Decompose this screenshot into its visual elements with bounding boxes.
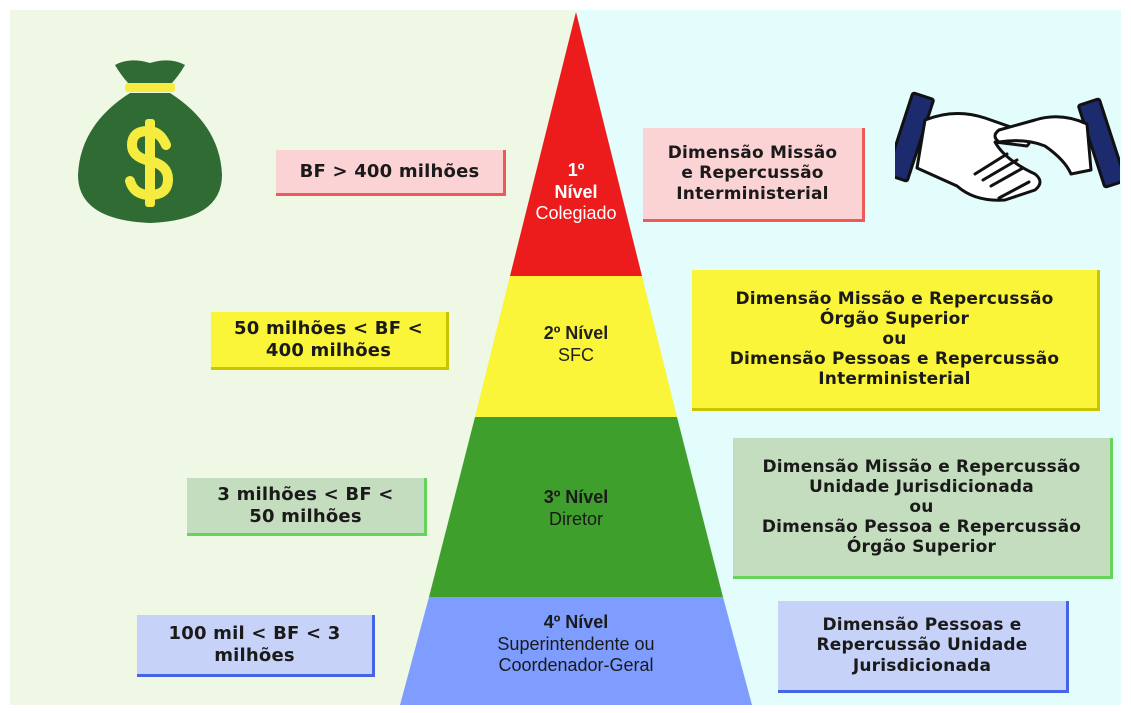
level-4-label: 4º Nível Superintendente ou Coordenador-… (430, 612, 722, 677)
level-3-subtitle: Diretor (548, 508, 603, 529)
level-3-title: 3º Nível (543, 487, 609, 507)
pyramid-level-1 (510, 12, 642, 276)
dimension-box-level-2: Dimensão Missão e Repercussão Órgão Supe… (692, 270, 1100, 411)
level-1-title-word: Nível (554, 181, 598, 202)
level-3-label: 3º Nível Diretor (440, 487, 712, 530)
pyramid-level-3 (429, 417, 723, 597)
dimension-box-level-4: Dimensão Pessoas e Repercussão Unidade J… (778, 601, 1069, 693)
level-4-title: 4º Nível (543, 612, 609, 632)
threshold-box-level-4: 100 mil < BF < 3 milhões (137, 615, 375, 677)
dimension-level-1-line-1: Dimensão Missão (667, 143, 838, 164)
level-4-subtitle-line1: Superintendente ou (497, 633, 655, 654)
dimension-level-4-line-3: Jurisdicionada (852, 655, 992, 676)
threshold-box-level-2: 50 milhões < BF < 400 milhões (211, 312, 449, 370)
dimension-level-2-line-5: Interministerial (818, 369, 971, 390)
dimension-box-level-3: Dimensão Missão e Repercussão Unidade Ju… (733, 438, 1113, 579)
dimension-level-1-line-3: Interministerial (676, 183, 829, 204)
dimension-level-3-line-2: Unidade Jurisdicionada (809, 476, 1034, 497)
pyramid-level-4 (400, 597, 752, 705)
dimension-level-3-line-3: ou (909, 496, 934, 517)
level-2-label: 2º Nível SFC (480, 323, 672, 366)
dimension-level-2-line-4: Dimensão Pessoas e Repercussão (729, 349, 1060, 370)
level-4-subtitle-line2: Coordenador-Geral (498, 655, 654, 676)
pyramid-level-2 (475, 276, 677, 417)
dimension-level-2-line-1: Dimensão Missão e Repercussão (735, 288, 1054, 309)
dimension-level-3-line-5: Órgão Superior (846, 537, 997, 558)
threshold-level-4-line-1: 100 mil < BF < 3 (168, 623, 341, 645)
dimension-level-3-line-1: Dimensão Missão e Repercussão (762, 456, 1081, 477)
threshold-level-2-line-2: 400 milhões (265, 339, 392, 361)
level-1-subtitle: Colegiado (535, 203, 617, 224)
threshold-level-2-line-1: 50 milhões < BF < (234, 318, 423, 340)
level-2-subtitle: SFC (558, 344, 594, 365)
threshold-level-3-line-1: 3 milhões < BF < (217, 484, 394, 506)
dimension-level-1-line-2: e Repercussão (681, 163, 824, 184)
handshake-icon (895, 91, 1120, 202)
level-2-title: 2º Nível (543, 323, 609, 343)
dimension-level-3-line-4: Dimensão Pessoa e Repercussão (761, 517, 1082, 538)
threshold-box-level-1: BF > 400 milhões (276, 150, 506, 196)
dimension-level-4-line-1: Dimensão Pessoas e (822, 615, 1022, 636)
threshold-level-3-line-2: 50 milhões (249, 505, 362, 527)
level-1-title: 1º (567, 160, 585, 180)
dimension-level-2-line-2: Órgão Superior (819, 308, 970, 329)
level-1-label: 1º Nível Colegiado (515, 160, 637, 225)
threshold-level-1-line-1: BF > 400 milhões (299, 160, 480, 182)
dimension-level-2-line-3: ou (882, 328, 907, 349)
money-bag-icon (78, 60, 222, 223)
threshold-box-level-3: 3 milhões < BF < 50 milhões (187, 478, 427, 536)
dimension-box-level-1: Dimensão Missão e Repercussão Interminis… (643, 128, 865, 222)
dimension-level-4-line-2: Repercussão Unidade (816, 635, 1028, 656)
threshold-level-4-line-2: milhões (214, 644, 295, 666)
